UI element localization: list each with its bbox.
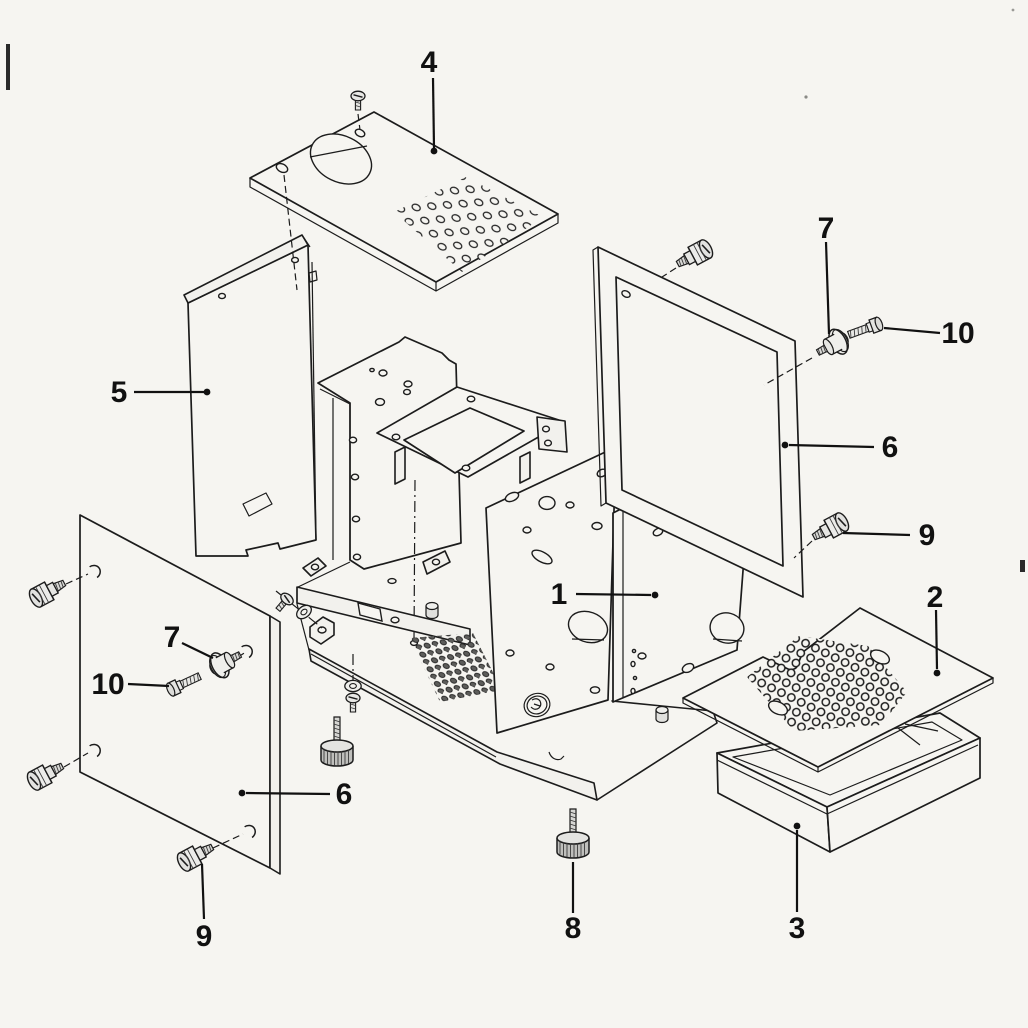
callout-label: 10 bbox=[91, 668, 124, 701]
scan-artifact bbox=[804, 95, 808, 99]
callout-3: 3 bbox=[789, 822, 806, 945]
part5-cutout bbox=[242, 492, 273, 517]
callout-2: 2 bbox=[927, 581, 944, 677]
washer bbox=[344, 679, 362, 693]
part6R-opening bbox=[615, 276, 784, 567]
scan-artifact bbox=[1011, 8, 1015, 12]
part9-thumb-screw-right bbox=[808, 509, 853, 547]
callout-4: 4 bbox=[421, 46, 438, 155]
callout-label: 7 bbox=[164, 621, 181, 654]
part5-left-inner-panel bbox=[183, 234, 318, 557]
alignment-axis bbox=[413, 479, 416, 641]
part1-large-hole bbox=[709, 612, 745, 644]
callout-1: 1 bbox=[551, 578, 659, 611]
chassis-frame bbox=[296, 336, 718, 801]
callout-5: 5 bbox=[111, 376, 211, 409]
adjustable-foot-left bbox=[320, 716, 354, 767]
callout-9-right: 9 bbox=[842, 519, 936, 552]
fixing-screw bbox=[345, 692, 361, 713]
callout-7-right: 7 bbox=[818, 212, 835, 335]
part9-thumb-screw bbox=[23, 756, 68, 794]
scan-artifact bbox=[6, 44, 10, 90]
callout-label: 2 bbox=[927, 581, 944, 614]
part9-thumb-screw-front bbox=[173, 837, 218, 875]
callout-label: 9 bbox=[196, 920, 213, 953]
chassis-front-wall bbox=[485, 446, 617, 734]
callouts: 4 5 7 10 6 9 7 10 6 9 2 1 bbox=[91, 46, 974, 953]
callout-8: 8 bbox=[565, 862, 582, 945]
callout-label: 9 bbox=[919, 519, 936, 552]
bracket-leg bbox=[519, 451, 531, 484]
part4-top-cover bbox=[249, 90, 559, 292]
alignment-line bbox=[283, 174, 298, 291]
chassis-support-bracket bbox=[376, 386, 568, 647]
part2-drip-tray-grate bbox=[682, 607, 994, 773]
part8-adjustable-foot bbox=[556, 808, 590, 859]
fasteners-and-feet bbox=[271, 590, 590, 859]
callout-label: 5 bbox=[111, 376, 128, 409]
callout-label: 4 bbox=[421, 46, 438, 79]
callout-label: 10 bbox=[941, 317, 974, 350]
callout-label: 7 bbox=[818, 212, 835, 245]
front-rail-notch bbox=[548, 751, 565, 761]
callout-9-left: 9 bbox=[196, 863, 213, 953]
base-stud bbox=[655, 705, 669, 724]
callout-10-left: 10 bbox=[91, 668, 170, 701]
brand-emblem bbox=[523, 692, 551, 718]
callout-label: 6 bbox=[882, 431, 899, 464]
callout-10-right: 10 bbox=[883, 317, 975, 350]
bracket-side-flange bbox=[536, 416, 568, 453]
bracket-leg bbox=[394, 446, 406, 485]
part4-large-hole bbox=[309, 133, 373, 185]
part4-screw bbox=[350, 90, 366, 111]
base-perforations bbox=[410, 633, 502, 702]
callout-6-left: 6 bbox=[238, 778, 353, 811]
callout-label: 8 bbox=[565, 912, 582, 945]
callout-6-right: 6 bbox=[781, 431, 899, 464]
part5-face bbox=[187, 244, 317, 557]
part7-bushing-right bbox=[810, 324, 855, 366]
part6-right-side-panel bbox=[592, 236, 885, 598]
part5-edge-notch bbox=[308, 270, 318, 283]
callout-label: 6 bbox=[336, 778, 353, 811]
part9-thumb-screw bbox=[25, 573, 70, 611]
callout-7-left: 7 bbox=[164, 621, 214, 659]
part5-screw-hole bbox=[217, 292, 227, 300]
part10-screw-right bbox=[845, 315, 885, 343]
thumb-screw-top bbox=[672, 236, 717, 274]
scan-artifact bbox=[1020, 560, 1025, 572]
base-stud bbox=[425, 601, 439, 620]
chassis-base bbox=[296, 550, 718, 801]
scan-artifacts bbox=[6, 8, 1025, 572]
rail-rect-opening bbox=[357, 602, 383, 622]
fixing-screw bbox=[271, 590, 297, 615]
part4-vent-holes bbox=[394, 177, 543, 272]
alignment-line bbox=[357, 113, 361, 131]
callout-label: 3 bbox=[789, 912, 806, 945]
part6L-folded-edge bbox=[269, 615, 281, 875]
part6-left-front-panel bbox=[23, 514, 281, 875]
part5-screw-hole bbox=[290, 256, 300, 264]
callout-label: 1 bbox=[551, 578, 568, 611]
